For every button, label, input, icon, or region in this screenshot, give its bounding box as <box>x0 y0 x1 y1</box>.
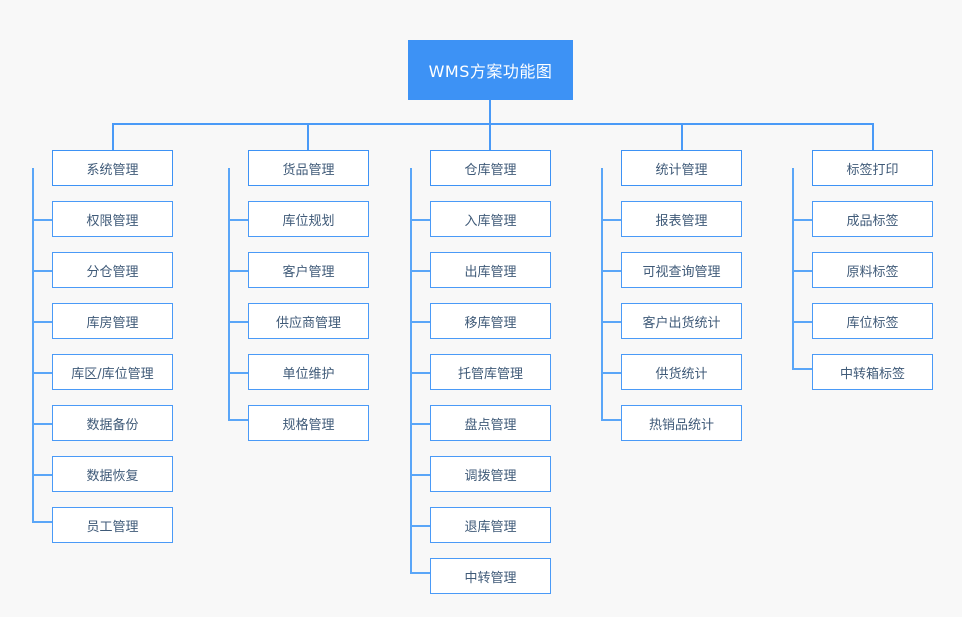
column-stub-4-4 <box>601 372 621 374</box>
node-head-5[interactable]: 标签打印 <box>812 150 933 186</box>
column-drop-connector-3 <box>489 123 491 150</box>
column-stub-2-1 <box>228 219 248 221</box>
column-stub-1-2 <box>32 270 52 272</box>
column-stub-2-3 <box>228 321 248 323</box>
column-stub-1-4 <box>32 372 52 374</box>
column-stub-5-1 <box>792 219 812 221</box>
node-4-2[interactable]: 可视查询管理 <box>621 252 742 288</box>
column-stub-1-6 <box>32 474 52 476</box>
column-stub-1-7 <box>32 521 52 523</box>
node-1-2[interactable]: 分仓管理 <box>52 252 173 288</box>
column-1: 系统管理 权限管理 分仓管理 库房管理 库区/库位管理 数据备份 数据恢复 员工… <box>52 150 173 558</box>
node-1-1[interactable]: 权限管理 <box>52 201 173 237</box>
node-4-1[interactable]: 报表管理 <box>621 201 742 237</box>
column-3: 仓库管理 入库管理 出库管理 移库管理 托管库管理 盘点管理 调拨管理 退库管理… <box>430 150 551 609</box>
node-3-3[interactable]: 移库管理 <box>430 303 551 339</box>
column-drop-connector-1 <box>112 123 114 150</box>
column-drop-connector-5 <box>872 123 874 150</box>
column-stub-4-1 <box>601 219 621 221</box>
node-4-5[interactable]: 热销品统计 <box>621 405 742 441</box>
column-stub-3-6 <box>410 474 430 476</box>
node-1-6[interactable]: 数据恢复 <box>52 456 173 492</box>
horizontal-bus-connector <box>112 123 873 125</box>
node-1-4[interactable]: 库区/库位管理 <box>52 354 173 390</box>
node-head-4[interactable]: 统计管理 <box>621 150 742 186</box>
node-5-3[interactable]: 库位标签 <box>812 303 933 339</box>
column-spine-3 <box>410 168 412 572</box>
column-stub-2-2 <box>228 270 248 272</box>
node-1-5[interactable]: 数据备份 <box>52 405 173 441</box>
column-stub-1-5 <box>32 423 52 425</box>
node-5-4[interactable]: 中转箱标签 <box>812 354 933 390</box>
column-spine-1 <box>32 168 34 521</box>
node-1-7[interactable]: 员工管理 <box>52 507 173 543</box>
column-spine-5 <box>792 168 794 368</box>
column-stub-3-8 <box>410 572 430 574</box>
node-3-2[interactable]: 出库管理 <box>430 252 551 288</box>
node-3-1[interactable]: 入库管理 <box>430 201 551 237</box>
root-stem-connector <box>489 100 491 123</box>
node-2-2[interactable]: 客户管理 <box>248 252 369 288</box>
node-3-5[interactable]: 盘点管理 <box>430 405 551 441</box>
column-drop-connector-4 <box>681 123 683 150</box>
column-stub-4-5 <box>601 419 621 421</box>
column-4: 统计管理 报表管理 可视查询管理 客户出货统计 供货统计 热销品统计 <box>621 150 742 456</box>
column-stub-5-4 <box>792 368 812 370</box>
node-2-3[interactable]: 供应商管理 <box>248 303 369 339</box>
column-stub-2-5 <box>228 419 248 421</box>
column-drop-connector-2 <box>307 123 309 150</box>
node-4-4[interactable]: 供货统计 <box>621 354 742 390</box>
column-2: 货品管理 库位规划 客户管理 供应商管理 单位维护 规格管理 <box>248 150 369 456</box>
node-5-1[interactable]: 成品标签 <box>812 201 933 237</box>
column-stub-4-2 <box>601 270 621 272</box>
column-stub-2-4 <box>228 372 248 374</box>
node-2-5[interactable]: 规格管理 <box>248 405 369 441</box>
root-node-title[interactable]: WMS方案功能图 <box>408 40 573 100</box>
column-spine-4 <box>601 168 603 419</box>
column-stub-3-2 <box>410 270 430 272</box>
column-stub-3-1 <box>410 219 430 221</box>
node-3-8[interactable]: 中转管理 <box>430 558 551 594</box>
node-head-3[interactable]: 仓库管理 <box>430 150 551 186</box>
node-3-7[interactable]: 退库管理 <box>430 507 551 543</box>
node-2-4[interactable]: 单位维护 <box>248 354 369 390</box>
column-stub-1-3 <box>32 321 52 323</box>
node-5-2[interactable]: 原料标签 <box>812 252 933 288</box>
column-spine-2 <box>228 168 230 419</box>
column-stub-3-5 <box>410 423 430 425</box>
node-3-4[interactable]: 托管库管理 <box>430 354 551 390</box>
column-stub-5-2 <box>792 270 812 272</box>
node-3-6[interactable]: 调拨管理 <box>430 456 551 492</box>
node-1-3[interactable]: 库房管理 <box>52 303 173 339</box>
column-stub-3-4 <box>410 372 430 374</box>
node-head-1[interactable]: 系统管理 <box>52 150 173 186</box>
node-head-2[interactable]: 货品管理 <box>248 150 369 186</box>
column-5: 标签打印 成品标签 原料标签 库位标签 中转箱标签 <box>812 150 933 405</box>
column-stub-1-1 <box>32 219 52 221</box>
node-4-3[interactable]: 客户出货统计 <box>621 303 742 339</box>
column-stub-3-3 <box>410 321 430 323</box>
column-stub-3-7 <box>410 525 430 527</box>
column-stub-5-3 <box>792 321 812 323</box>
node-2-1[interactable]: 库位规划 <box>248 201 369 237</box>
column-stub-4-3 <box>601 321 621 323</box>
